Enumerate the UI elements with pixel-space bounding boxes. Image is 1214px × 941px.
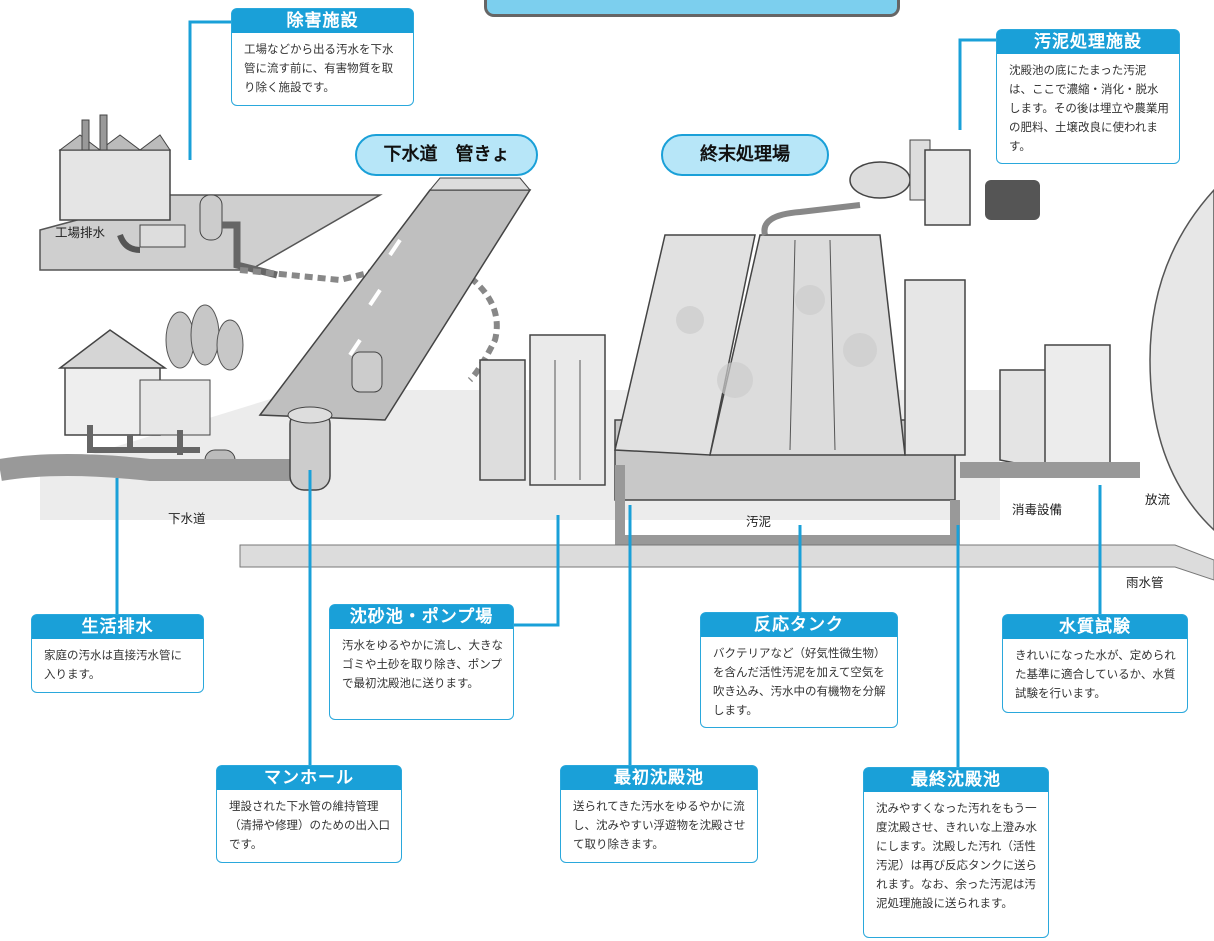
factory xyxy=(39,114,383,279)
tanks xyxy=(614,202,966,501)
grit-pump-structure xyxy=(479,334,606,486)
callout-pretreatment: 除害施設 工場などから出る汚水を下水管に流す前に、有害物質を取り除く施設です。 xyxy=(231,8,414,106)
label-sewer: 下水道 xyxy=(168,511,206,526)
callout-title: マンホール xyxy=(217,766,401,790)
road xyxy=(258,177,532,421)
callout-manhole: マンホール 埋設された下水管の維持管理（清掃や修理）のための出入口です。 xyxy=(216,765,402,863)
callout-title: 水質試験 xyxy=(1003,615,1187,639)
callout-title: 生活排水 xyxy=(32,615,203,639)
callout-water-test: 水質試験 きれいになった水が、定められた基準に適合しているか、水質試験を行います… xyxy=(1002,614,1188,713)
river xyxy=(1149,188,1214,532)
callout-text: 沈みやすくなった汚れをもう一度沈殿させ、きれいな上澄み水にします。沈殿した汚れ（… xyxy=(876,801,1037,910)
callout-text: 埋設された下水管の維持管理（清掃や修理）のための出入口です。 xyxy=(229,799,390,851)
title-bar xyxy=(484,0,900,17)
callout-title: 反応タンク xyxy=(701,613,897,637)
disinfection-building xyxy=(960,344,1140,478)
callout-title: 最終沈殿池 xyxy=(864,768,1048,792)
callout-reaction-tank: 反応タンク バクテリアなど（好気性微生物）を含んだ活性汚泥を加えて空気を吹き込み… xyxy=(700,612,898,728)
houses xyxy=(57,304,244,473)
callout-text: 家庭の汚水は直接汚水管に入ります。 xyxy=(44,648,182,681)
callout-title: 除害施設 xyxy=(232,9,413,33)
callout-household: 生活排水 家庭の汚水は直接汚水管に入ります。 xyxy=(31,614,204,693)
label-factory-drain: 工場排水 xyxy=(55,225,106,240)
callout-text: 沈殿池の底にたまった汚泥は、ここで濃縮・消化・脱水します。その後は埋立や農業用の… xyxy=(1009,63,1169,153)
label-storm-pipe: 雨水管 xyxy=(1126,575,1164,590)
callout-title: 最初沈殿池 xyxy=(561,766,757,790)
callout-primary-settling: 最初沈殿池 送られてきた汚水をゆるやかに流し、沈みやすい浮遊物を沈殿させて取り除… xyxy=(560,765,758,863)
storm-water-pipe xyxy=(239,544,1214,581)
sewer-main xyxy=(0,454,300,481)
callout-grit-pump: 沈砂池・ポンプ場 汚水をゆるやかに流し、大きなゴミや土砂を取り除き、ポンプで最初… xyxy=(329,604,514,720)
manhole-structure xyxy=(287,406,333,491)
heading-sewer: 下水道 管きょ xyxy=(355,134,538,176)
heading-plant: 終末処理場 xyxy=(661,134,829,176)
label-sludge: 汚泥 xyxy=(746,514,772,529)
label-discharge: 放流 xyxy=(1145,492,1171,507)
callout-text: バクテリアなど（好気性微生物）を含んだ活性汚泥を加えて空気を吹き込み、汚水中の有… xyxy=(713,646,886,717)
dashed-sewer-pipe xyxy=(239,262,500,383)
callout-final-settling: 最終沈殿池 沈みやすくなった汚れをもう一度沈殿させ、きれいな上澄み水にします。沈… xyxy=(863,767,1049,938)
label-disinfection: 消毒設備 xyxy=(1012,502,1063,517)
callout-text: きれいになった水が、定められた基準に適合しているか、水質試験を行います。 xyxy=(1015,648,1176,700)
callout-text: 送られてきた汚水をゆるやかに流し、沈みやすい浮遊物を沈殿させて取り除きます。 xyxy=(573,799,746,851)
callout-text: 汚水をゆるやかに流し、大きなゴミや土砂を取り除き、ポンプで最初沈殿池に送ります。 xyxy=(342,638,503,690)
callout-sludge-facility: 汚泥処理施設 沈殿池の底にたまった汚泥は、ここで濃縮・消化・脱水します。その後は… xyxy=(996,29,1180,164)
return-sludge-pipe xyxy=(615,465,960,545)
leader-lines xyxy=(115,20,1102,768)
callout-title: 沈砂池・ポンプ場 xyxy=(330,605,513,629)
callout-title: 汚泥処理施設 xyxy=(997,30,1179,54)
sludge-plant xyxy=(849,139,1040,226)
callout-text: 工場などから出る汚水を下水管に流す前に、有害物質を取り除く施設です。 xyxy=(244,42,394,94)
